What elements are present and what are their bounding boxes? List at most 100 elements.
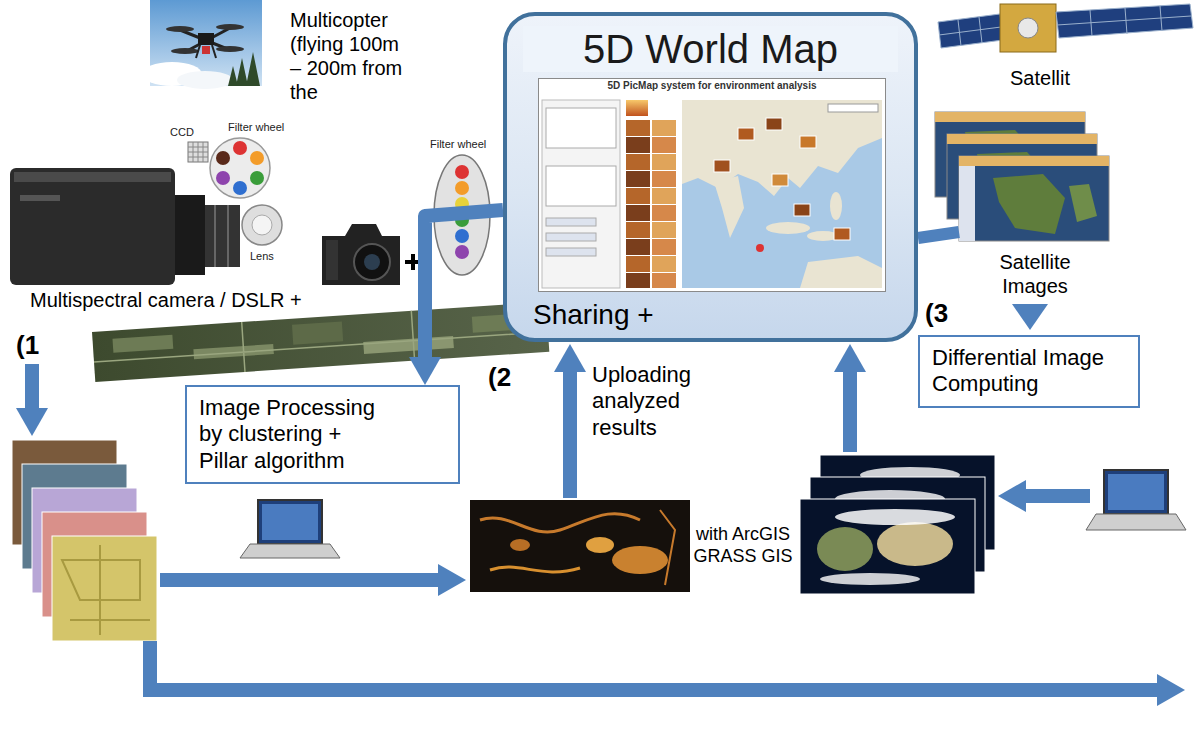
map-screenshot bbox=[538, 78, 886, 292]
aerial-image bbox=[193, 344, 273, 359]
tool-note: with ArcGIS GRASS GIS bbox=[690, 524, 796, 567]
world-images bbox=[835, 509, 955, 525]
aerial-image bbox=[112, 335, 173, 353]
multispectral-camera bbox=[20, 195, 60, 201]
satellite-illustration bbox=[1018, 18, 1038, 38]
result-image bbox=[480, 514, 640, 532]
part-label: Lens bbox=[250, 250, 274, 263]
world-images bbox=[877, 522, 953, 566]
multispectral-camera bbox=[216, 171, 230, 185]
device-caption: Multispectral camera / DSLR + bbox=[30, 288, 302, 312]
multispectral-camera bbox=[233, 141, 247, 155]
panel-caption: Sharing + bbox=[507, 298, 654, 332]
multispectral-camera bbox=[216, 151, 230, 165]
laptop-icon bbox=[1086, 514, 1186, 530]
part-label: Filter wheel bbox=[430, 138, 486, 151]
satellite-screens bbox=[959, 156, 1109, 166]
laptop-icon bbox=[258, 500, 322, 544]
multispectral-camera bbox=[188, 142, 208, 162]
laptop-icon bbox=[1104, 470, 1168, 514]
aerial-image bbox=[92, 302, 549, 382]
connector-bar bbox=[918, 232, 959, 238]
multispectral-camera bbox=[188, 142, 208, 162]
map-screenshot bbox=[539, 79, 886, 292]
aerial-image bbox=[92, 302, 549, 382]
multicopter-photo bbox=[166, 26, 194, 32]
process-box: Differential Image Computing bbox=[918, 335, 1140, 408]
map-screenshot bbox=[546, 166, 616, 206]
flow-arrow bbox=[25, 364, 39, 408]
map-screenshot bbox=[546, 248, 596, 256]
map-screenshot bbox=[828, 104, 878, 112]
map-screenshot bbox=[714, 160, 730, 172]
satellite-screens bbox=[935, 112, 1085, 122]
map-screenshot bbox=[766, 222, 810, 234]
multicopter-photo bbox=[212, 45, 216, 58]
satellite-screens bbox=[959, 156, 1109, 241]
multispectral-camera bbox=[175, 195, 205, 275]
panel-title: 5D World Map bbox=[523, 26, 898, 72]
satellite-screens bbox=[959, 166, 975, 241]
map-screenshot bbox=[714, 176, 744, 238]
laptop-icon bbox=[240, 544, 340, 558]
laptop-icon bbox=[1086, 470, 1186, 530]
flow-arrow bbox=[150, 641, 1157, 690]
result-image bbox=[470, 500, 690, 592]
dslr-camera bbox=[326, 240, 338, 280]
map-screenshot bbox=[542, 100, 620, 288]
map-screenshot bbox=[546, 233, 596, 241]
step-number: (2 bbox=[488, 362, 511, 393]
flow-arrow bbox=[843, 372, 857, 452]
multicopter-photo bbox=[228, 52, 260, 86]
satellite-illustration bbox=[939, 17, 1001, 46]
flow-arrow bbox=[1026, 489, 1090, 503]
multispectral-camera bbox=[233, 181, 247, 195]
world-images bbox=[817, 527, 873, 571]
satellite-screens bbox=[1069, 184, 1097, 222]
world-images bbox=[800, 499, 975, 594]
map-screenshot bbox=[682, 100, 882, 288]
flow-arrow bbox=[1012, 304, 1048, 330]
result-image bbox=[660, 510, 675, 585]
flow-arrow bbox=[563, 372, 577, 498]
map-screenshot bbox=[800, 256, 882, 288]
multispectral-camera bbox=[227, 205, 229, 267]
dslr-camera bbox=[455, 229, 469, 243]
result-image bbox=[490, 567, 580, 572]
multispectral-camera bbox=[10, 138, 282, 285]
map-screenshot bbox=[794, 204, 810, 216]
step-number: (3 bbox=[925, 298, 948, 329]
world-images bbox=[800, 499, 975, 594]
multispectral-images bbox=[62, 545, 150, 635]
dslr-camera bbox=[455, 181, 469, 195]
map-screenshot bbox=[546, 218, 596, 226]
multicopter-photo bbox=[202, 46, 210, 54]
multicopter-photo bbox=[177, 71, 233, 89]
dslr-camera bbox=[455, 165, 469, 179]
laptop-icon bbox=[1108, 474, 1164, 510]
dslr-camera bbox=[322, 224, 400, 285]
laptop-icon bbox=[240, 500, 340, 558]
result-image bbox=[510, 539, 530, 551]
map-screenshot bbox=[626, 120, 678, 288]
process-label: Differential Image Computing bbox=[932, 345, 1126, 398]
multispectral-camera bbox=[214, 205, 216, 267]
multicopter-photo bbox=[216, 24, 244, 30]
multispectral-camera bbox=[205, 205, 240, 267]
multicopter-photo bbox=[196, 45, 200, 58]
part-label: CCD bbox=[170, 126, 194, 139]
dslr-camera bbox=[322, 155, 490, 285]
multispectral-camera bbox=[250, 151, 264, 165]
step-number: (1 bbox=[16, 330, 39, 361]
map-screenshot bbox=[738, 128, 754, 140]
satellite-caption: Satellite Images bbox=[985, 250, 1085, 298]
multispectral-images bbox=[52, 536, 157, 641]
screenshot-title: 5D PicMap system for environment analysi… bbox=[538, 80, 886, 92]
multispectral-camera bbox=[10, 168, 175, 285]
map-screenshot bbox=[756, 244, 764, 252]
multispectral-camera bbox=[210, 138, 270, 198]
multispectral-camera bbox=[242, 205, 282, 245]
process-label: Image Processing by clustering + Pillar … bbox=[199, 395, 394, 474]
satellite-illustration bbox=[1000, 4, 1056, 52]
process-box: Image Processing by clustering + Pillar … bbox=[185, 385, 460, 484]
